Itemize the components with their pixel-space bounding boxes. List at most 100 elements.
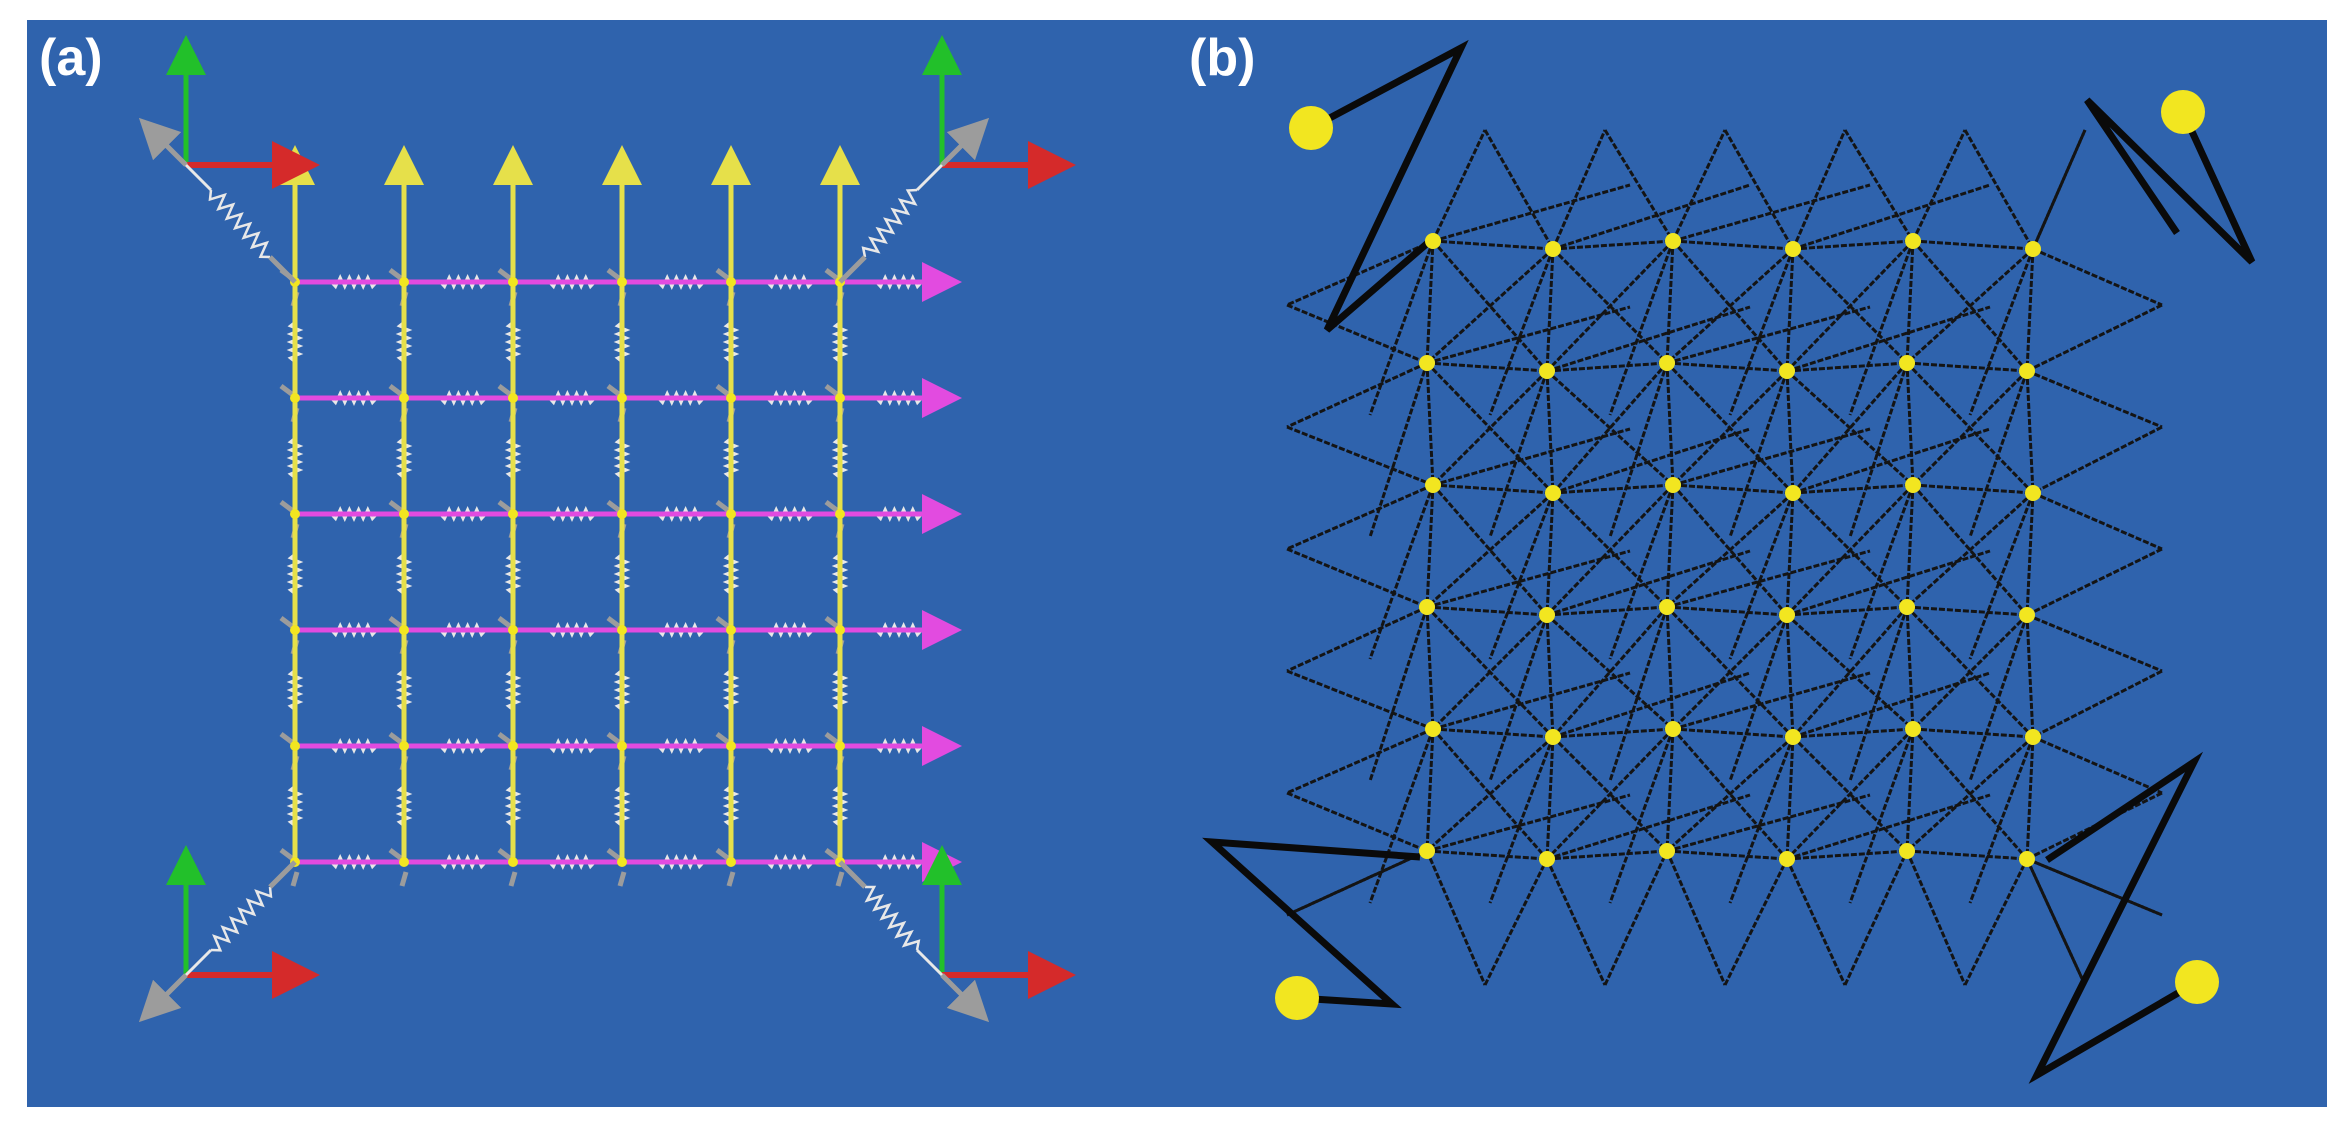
grid-node: [617, 741, 627, 751]
mesh-link: [1665, 735, 1795, 853]
mesh-link: [1968, 614, 2029, 782]
mesh-link: [1666, 849, 1788, 861]
connector-stub: [399, 871, 409, 887]
mesh-link: [1911, 240, 2029, 372]
grid-node: [290, 393, 300, 403]
mesh-link: [1912, 483, 2034, 495]
mesh-link: [1545, 492, 1555, 616]
mesh-link: [1286, 425, 1434, 487]
mesh-link: [1665, 728, 1675, 852]
mesh-link: [1432, 239, 1554, 251]
mesh-link: [1546, 361, 1668, 373]
grid-node: [399, 625, 409, 635]
mesh-link: [1545, 369, 1675, 487]
mesh-link: [1968, 248, 2035, 416]
mesh-link: [1848, 728, 1915, 904]
connector-stub: [290, 871, 300, 887]
mesh-link: [1911, 369, 2029, 487]
mesh-link: [1671, 484, 1789, 616]
mesh-node: [1425, 721, 1441, 737]
mesh-link: [1905, 735, 2035, 853]
mesh-node: [1659, 355, 1675, 371]
mesh-link: [1608, 362, 1669, 538]
mesh-link: [1368, 728, 1435, 904]
mesh-link: [1728, 736, 1795, 904]
mesh-link: [1603, 129, 1675, 242]
mesh-link: [1608, 728, 1675, 904]
mesh-link: [1608, 240, 1675, 416]
mesh-link: [1723, 858, 1789, 986]
mesh-link: [2026, 857, 2163, 917]
panel-b-label: (b): [1189, 29, 1256, 87]
mesh-link: [1286, 483, 1434, 551]
mesh-link: [1431, 484, 1549, 616]
panel-a-label: (a): [39, 29, 103, 87]
mesh-link: [1785, 492, 1795, 616]
mesh-link: [2025, 492, 2035, 616]
mesh-node: [1665, 477, 1681, 493]
corner-spring: [210, 886, 273, 952]
mesh-link: [1665, 247, 1795, 365]
corner-spring: [864, 885, 921, 951]
mesh-link: [1545, 727, 1675, 861]
mesh-link: [1425, 491, 1555, 609]
grid-node: [508, 277, 518, 287]
mesh-node: [1665, 721, 1681, 737]
mesh-node: [1899, 843, 1915, 859]
grid-node: [617, 509, 627, 519]
mesh-link: [1425, 247, 1555, 365]
mesh-link: [1552, 671, 1751, 739]
mesh-link: [1546, 305, 1751, 373]
anchor-ball: [1275, 976, 1319, 1020]
grid-node: [508, 857, 518, 867]
mesh-link: [1483, 858, 1549, 986]
mesh-link: [1426, 605, 1548, 617]
mesh-link: [1426, 549, 1631, 609]
mesh-link: [1963, 858, 2029, 986]
mesh-link: [1785, 239, 1915, 373]
mesh-link: [1431, 613, 1549, 731]
mesh-node: [2019, 851, 2035, 867]
mesh-node: [1419, 355, 1435, 371]
mesh-link: [1425, 850, 1487, 986]
mesh-link: [1425, 484, 1435, 608]
corner-spring: [208, 189, 271, 259]
mesh-node: [2019, 363, 2035, 379]
mesh-link: [1432, 671, 1631, 731]
mesh-node: [1905, 477, 1921, 493]
mesh-link: [1426, 305, 1631, 365]
connector-stub: [508, 871, 518, 887]
mesh-node: [1539, 851, 1555, 867]
mesh-node: [1905, 233, 1921, 249]
deformed-mesh-diagram: [1202, 39, 2256, 1084]
mesh-link: [1786, 549, 1991, 617]
mesh-link: [1666, 605, 1788, 617]
mesh-node: [2019, 607, 2035, 623]
connector-stub: [835, 871, 845, 887]
mesh-link: [1432, 427, 1631, 487]
mesh-node: [1425, 233, 1441, 249]
mesh-link: [1785, 613, 1915, 731]
mesh-link: [1792, 671, 1991, 739]
grid-node: [726, 393, 736, 403]
mesh-link: [1286, 791, 1428, 853]
grid-node: [399, 393, 409, 403]
mesh-link: [1286, 303, 1428, 365]
mesh-link: [1672, 239, 1794, 251]
mesh-link: [1791, 129, 1847, 250]
mesh-link: [1431, 129, 1487, 242]
grid-node: [617, 625, 627, 635]
mesh-link: [1786, 605, 1908, 617]
mesh-link: [1906, 361, 2028, 373]
mesh-node: [1899, 599, 1915, 615]
mesh-link: [1728, 492, 1795, 660]
mesh-link: [2025, 248, 2035, 372]
mesh-link: [1671, 613, 1789, 731]
mesh-link: [1666, 361, 1788, 373]
mesh-link: [1545, 736, 1555, 860]
z-axis-arrow: [940, 117, 990, 167]
corner-link: [838, 860, 867, 889]
grid-node: [290, 509, 300, 519]
mesh-link: [1552, 239, 1674, 251]
mesh-link: [1785, 736, 1795, 860]
